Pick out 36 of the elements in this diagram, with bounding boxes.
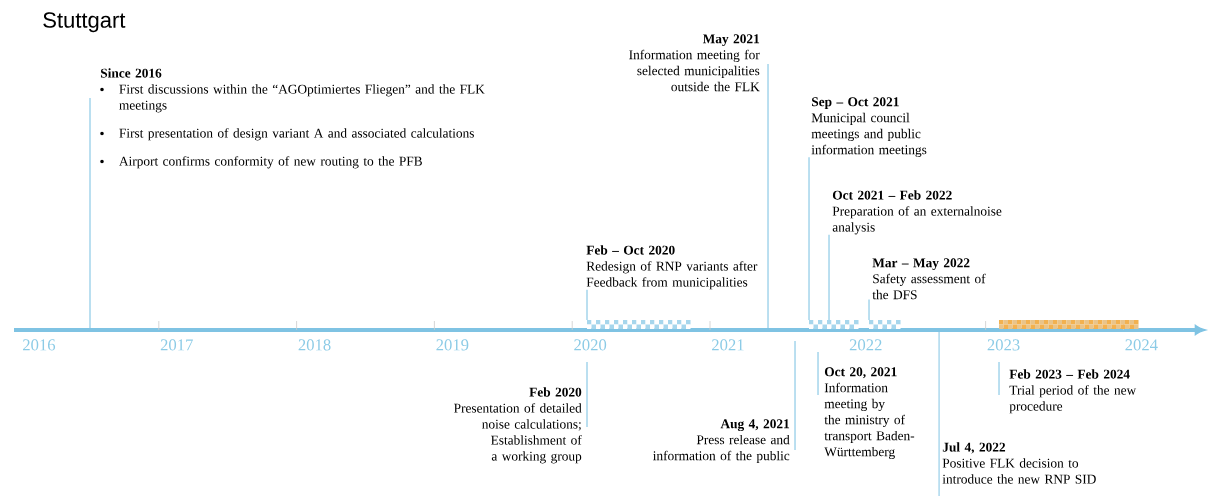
event-text: Aug 4, 2021 Press release and information of the public: [653, 419, 790, 463]
year-label: 2023: [987, 339, 1020, 351]
event-text: Since 2016 First discussions within the “AGOptimiertes Fliegen” and the FLK meetings First presentation of design variant A and associated calculations Airport confirms conformity of new routing to the PFB: [100, 68, 485, 169]
event-text: Feb – Oct 2020 Redesign of RNP variants after Feedback from municipalities: [586, 245, 758, 290]
leader-line: [808, 156, 810, 321]
leader-line: [767, 63, 769, 329]
event-text: Feb 2023 – Feb 2024 Trial period of the new procedure: [1009, 369, 1137, 414]
leader-line: [817, 351, 819, 396]
leader-line: [89, 97, 91, 329]
event-text: Oct 2021 – Feb 2022 Preparation of an externalnoise analysis: [832, 190, 1002, 235]
title: Stuttgart: [43, 12, 126, 33]
event-text: Jul 4, 2022 Positive FLK decision to introduce the new RNP SID: [942, 442, 1096, 484]
period-bar: [869, 320, 901, 329]
event-text: Oct 20, 2021 Information meeting by the ministry of transport Baden-Württemberg: [824, 367, 915, 459]
year-label: 2018: [298, 339, 331, 351]
year-label: 2022: [849, 339, 882, 351]
leader-line: [794, 340, 796, 451]
event-text: May 2021 Information meeting for selected municipalities outside the FLK: [629, 34, 760, 92]
year-label: 2020: [574, 339, 607, 351]
year-label: 2019: [436, 339, 469, 351]
leader-line: [586, 361, 588, 428]
year-label: 2017: [160, 339, 193, 351]
period-bar: [999, 320, 1139, 329]
leader-line: [828, 234, 830, 321]
period-bar: [587, 320, 691, 329]
leader-line: [586, 289, 588, 321]
leader-line: [868, 299, 870, 321]
leader-line: [938, 331, 940, 496]
event-text: Mar – May 2022 Safety assessment of the DFS: [872, 258, 986, 300]
leader-line: [998, 361, 1000, 396]
year-label: 2024: [1125, 339, 1158, 351]
period-bar: [809, 320, 859, 329]
year-label: 2016: [23, 339, 56, 351]
event-text: Feb 2020 Presentation of detailed noise calculations; Establishment of a working group: [454, 387, 582, 464]
year-label: 2021: [712, 339, 744, 351]
event-text: Sep – Oct 2021 Municipal council meetings and public information meetings: [811, 97, 927, 157]
